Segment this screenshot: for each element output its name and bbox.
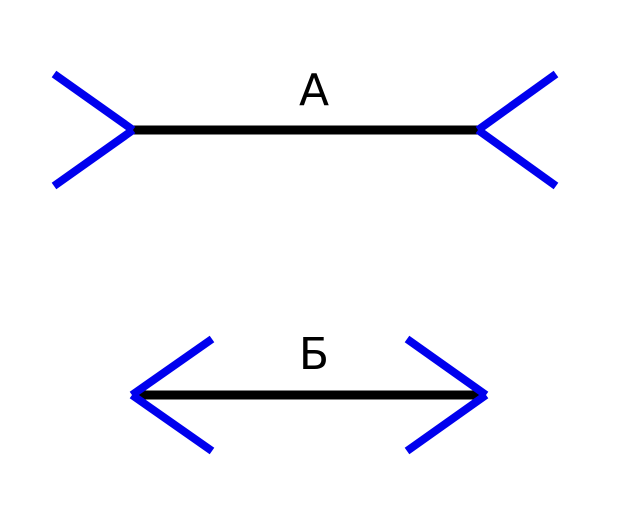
figure-a-right-fin-lower — [475, 126, 559, 190]
figure-b: Б — [129, 329, 489, 455]
figure-a-label: А — [299, 65, 329, 116]
figure-b-label: Б — [299, 329, 329, 380]
figure-b-left-arrow-lower — [129, 391, 215, 455]
figure-b-left-arrow-upper — [129, 335, 215, 399]
figure-a-right-fin-upper — [475, 70, 559, 134]
figure-a-left-fin-lower — [51, 126, 136, 190]
figure-a-left-fin-upper — [51, 70, 136, 134]
figure-b-right-arrow-lower — [404, 391, 489, 455]
figure-a: А — [51, 65, 559, 190]
figure-b-right-arrow-upper — [404, 335, 489, 399]
